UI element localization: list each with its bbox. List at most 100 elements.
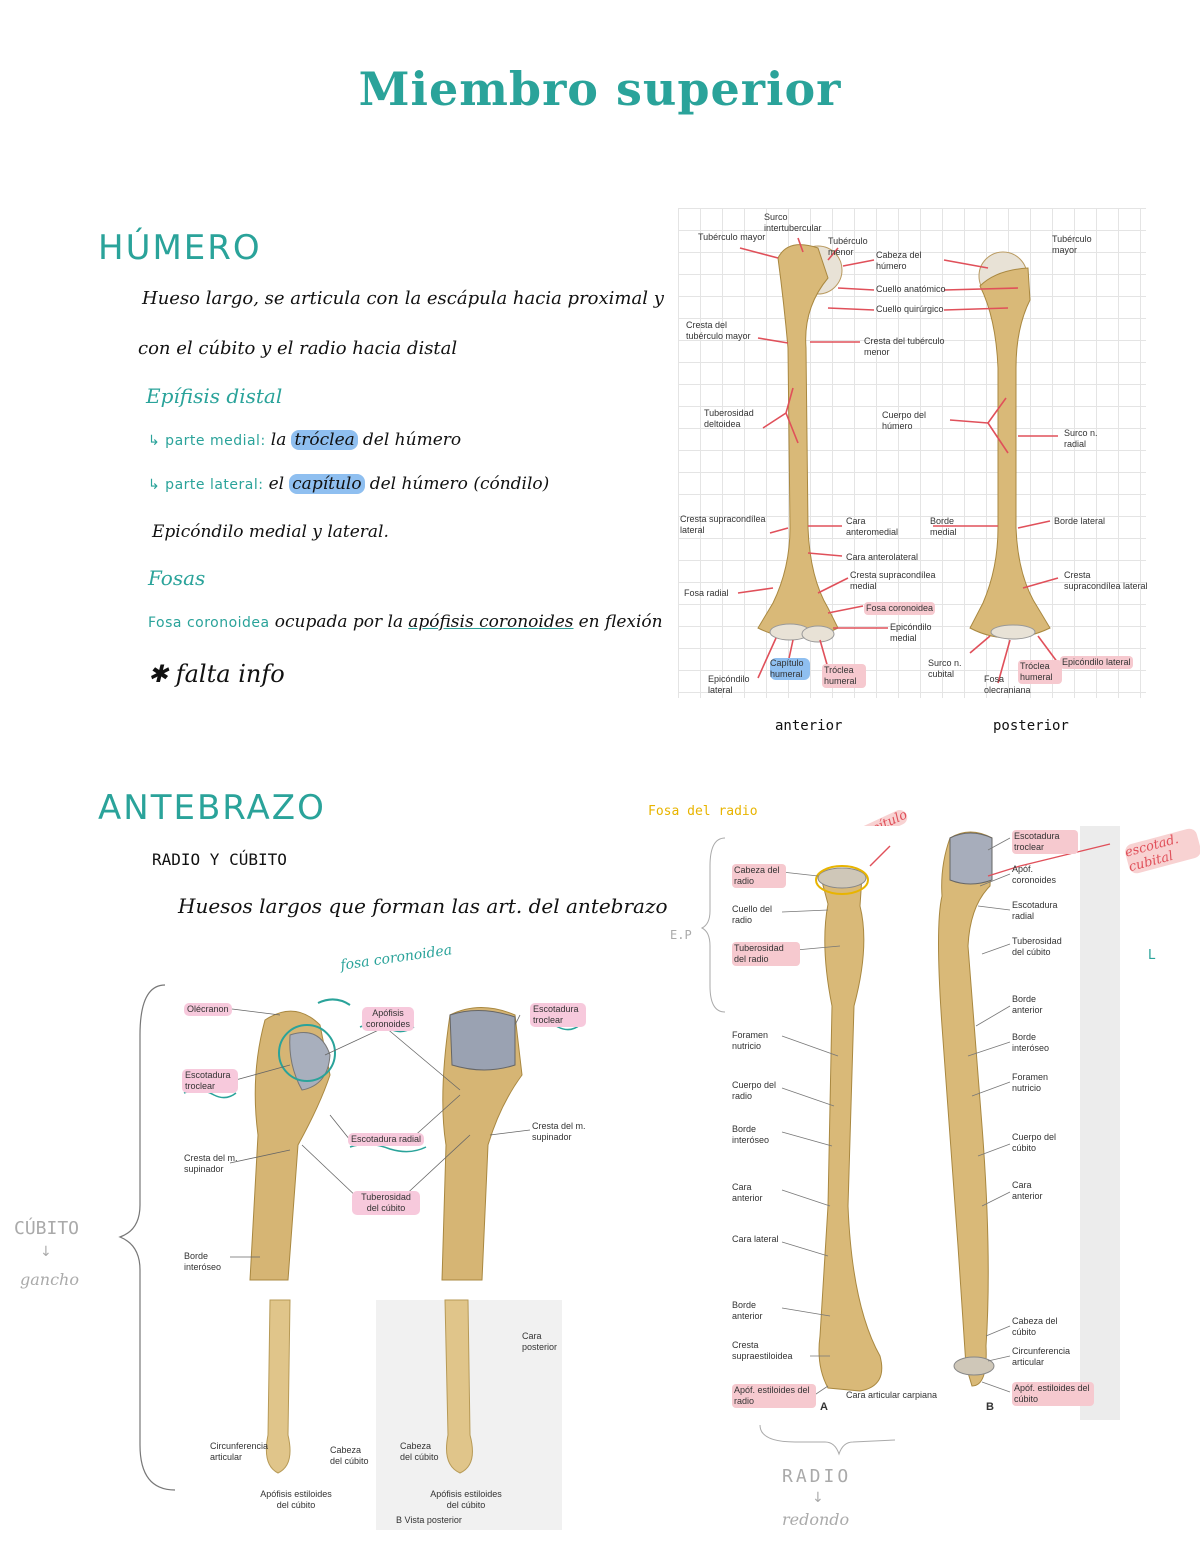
label-tuberosidad-radio: Tuberosidad del radio — [732, 942, 800, 966]
label-foramen-c: Foramen nutricio — [1012, 1072, 1049, 1093]
label-cabeza-cubito-2: Cabeza del cúbito — [400, 1441, 439, 1462]
epicondilo-line: Epicóndilo medial y lateral. — [152, 522, 389, 542]
label-surco-cubital: Surco n. cubital — [928, 658, 962, 679]
label-surco: Surco intertubercular — [764, 212, 822, 233]
label-cresta-mayor: Cresta del tubérculo mayor — [686, 320, 751, 341]
side-cubito: CÚBITO — [14, 1218, 80, 1239]
lateral-line: ↳ parte lateral: el capítulo del húmero … — [148, 474, 549, 494]
label-borde-interoseo: Borde interóseo — [184, 1251, 222, 1272]
humerus-figure: Tubérculo mayor Surco intertubercular Tu… — [678, 208, 1148, 698]
label-cuerpo-humero: Cuerpo del húmero — [882, 410, 927, 431]
label-cara-articular: Cara articular carpiana — [846, 1390, 938, 1400]
label-cuello-radio: Cuello del radio — [732, 904, 773, 925]
label-apofisis-estiloides: Apófisis estiloides del cúbito — [260, 1489, 332, 1510]
note-escotadura-cubital: escotad. cubital — [1123, 826, 1200, 876]
cubito-brace — [118, 984, 176, 1491]
label-b: B — [986, 1401, 994, 1413]
label-cuerpo-radio: Cuerpo del radio — [732, 1080, 777, 1101]
label-cresta-supinador: Cresta del m. supinador — [184, 1153, 238, 1174]
label-tuberosidad-cubito: Tuberosidad del cúbito — [352, 1191, 420, 1215]
label-cabeza-c: Cabeza del cúbito — [1012, 1316, 1058, 1337]
caption-anterior: anterior — [775, 718, 843, 734]
label-vista-posterior: B Vista posterior — [396, 1515, 462, 1525]
antebrazo-line: Huesos largos que forman las art. del an… — [178, 894, 668, 918]
label-olecranon: Olécranon — [184, 1003, 232, 1016]
label-cabeza-cubito: Cabeza del cúbito — [330, 1445, 369, 1466]
humerus-anterior-bone — [757, 244, 843, 643]
fosas-heading: Fosas — [148, 566, 206, 590]
humerus-drawing — [737, 237, 1059, 684]
label-cuello-anatomico: Cuello anatómico — [876, 284, 946, 294]
humero-line-2: con el cúbito y el radio hacia distal — [138, 338, 458, 359]
epifisis-heading: Epífisis distal — [146, 384, 283, 408]
label-escotadura-troclear-c: Escotadura troclear — [1012, 830, 1078, 854]
label-cara-anterior-c: Cara anterior — [1012, 1180, 1043, 1201]
lateral-highlight: capítulo — [289, 474, 365, 494]
label-circunferencia: Circunferencia articular — [210, 1441, 269, 1462]
label-tuberosidad-deltoidea: Tuberosidad deltoidea — [704, 408, 754, 429]
label-circunferencia-c: Circunferencia articular — [1012, 1346, 1071, 1367]
medial-text-b: del húmero — [362, 430, 462, 450]
label-escotadura-radial-c: Escotadura radial — [1012, 900, 1058, 921]
label-fosa-coronoidea: Fosa coronoidea — [864, 602, 936, 615]
fosa-label: Fosa coronoidea — [148, 615, 270, 631]
label-cara-lateral-radio: Cara lateral — [732, 1234, 779, 1244]
medial-highlight: tróclea — [291, 430, 358, 450]
humero-heading: HÚMERO — [98, 228, 262, 268]
caption-posterior: posterior — [993, 718, 1069, 734]
label-epicondilo-lateral-post: Epicóndilo lateral — [1060, 656, 1133, 669]
label-borde-medial: Borde medial — [930, 516, 957, 537]
label-cara-posterior: Cara posterior — [522, 1331, 558, 1352]
label-borde-interoseo-radio: Borde interóseo — [732, 1124, 770, 1145]
label-tuberculo-mayor-post: Tubérculo mayor — [1052, 234, 1092, 255]
label-capitulo: Capítulo humeral — [770, 658, 810, 680]
fosa-text-b: en flexión — [578, 612, 663, 632]
radio-ep-brace — [700, 837, 726, 1013]
label-cara-anterior-radio: Cara anterior — [732, 1182, 763, 1203]
humero-line-1: Hueso largo, se articula con la escápula… — [142, 288, 664, 309]
label-cabeza-radio: Cabeza del radio — [732, 864, 786, 888]
label-apofisis-estiloides-radio: Apóf. estiloides del radio — [732, 1384, 816, 1408]
label-cresta-supra-lateral-post: Cresta supracondílea lateral — [1064, 570, 1148, 591]
cubito-drawing — [183, 998, 581, 1530]
label-cresta-supra: Cresta supraestiloidea — [732, 1340, 793, 1361]
medial-text-a: la — [270, 430, 287, 450]
label-cuerpo-c: Cuerpo del cúbito — [1012, 1132, 1057, 1153]
label-escotadura-troclear: Escotadura troclear — [182, 1069, 238, 1093]
note-ep: E.P — [670, 928, 692, 942]
label-troclea: Tróclea humeral — [822, 664, 866, 688]
fosa-text-a: ocupada por la — [274, 612, 404, 632]
label-borde-anterior-radio: Borde anterior — [732, 1300, 763, 1321]
label-cresta-supra-lateral: Cresta supracondílea lateral — [680, 514, 766, 535]
label-cabeza-humero: Cabeza del húmero — [876, 250, 922, 271]
note-l: L — [1148, 948, 1156, 963]
lateral-prefix: ↳ parte lateral: — [148, 477, 264, 493]
cubito-figure: Olécranon Apófisis coronoides Escotadura… — [170, 995, 590, 1530]
radio-drawing — [781, 826, 1120, 1420]
label-cresta-menor: Cresta del tubérculo menor — [864, 336, 945, 357]
label-fosa-olecraniana: Fosa olecraniana — [984, 674, 1031, 695]
down-arrow-icon-2: ↓ — [812, 1490, 824, 1506]
antebrazo-sub: RADIO Y CÚBITO — [152, 850, 287, 869]
label-tuberculo-mayor: Tubérculo mayor — [698, 232, 766, 242]
label-apof-estiloides-c: Apóf. estiloides del cúbito — [1012, 1382, 1094, 1406]
label-cresta-supinador-r: Cresta del m. supinador — [532, 1121, 586, 1142]
label-cara-anteromedial: Cara anteromedial — [846, 516, 899, 537]
label-cresta-supra-medial: Cresta supracondílea medial — [850, 570, 936, 591]
label-epicondilo-lateral: Epicóndilo lateral — [708, 674, 750, 695]
down-arrow-icon: ↓ — [40, 1244, 52, 1260]
label-foramen-radio: Foramen nutricio — [732, 1030, 769, 1051]
side-radio: RADIO — [782, 1466, 852, 1487]
side-redondo: redondo — [782, 1510, 850, 1529]
label-apof-coronoides-c: Apóf. coronoides — [1012, 864, 1057, 885]
radio-figure: Cabeza del radio Cuello del radio Tubero… — [720, 826, 1120, 1420]
label-fosa-radial: Fosa radial — [684, 588, 729, 598]
label-tuberosidad-cubito-c: Tuberosidad del cúbito — [1012, 936, 1062, 957]
side-gancho: gancho — [20, 1270, 79, 1289]
label-escotadura-troclear-r: Escotadura troclear — [530, 1003, 586, 1027]
note-fosa-coronoidea: fosa coronoidea — [339, 942, 454, 974]
label-epicondilo-medial: Epicóndilo medial — [890, 622, 932, 643]
antebrazo-heading: ANTEBRAZO — [98, 788, 326, 828]
medial-prefix: ↳ parte medial: — [148, 433, 266, 449]
falta-info: ✱ falta info — [148, 660, 285, 688]
